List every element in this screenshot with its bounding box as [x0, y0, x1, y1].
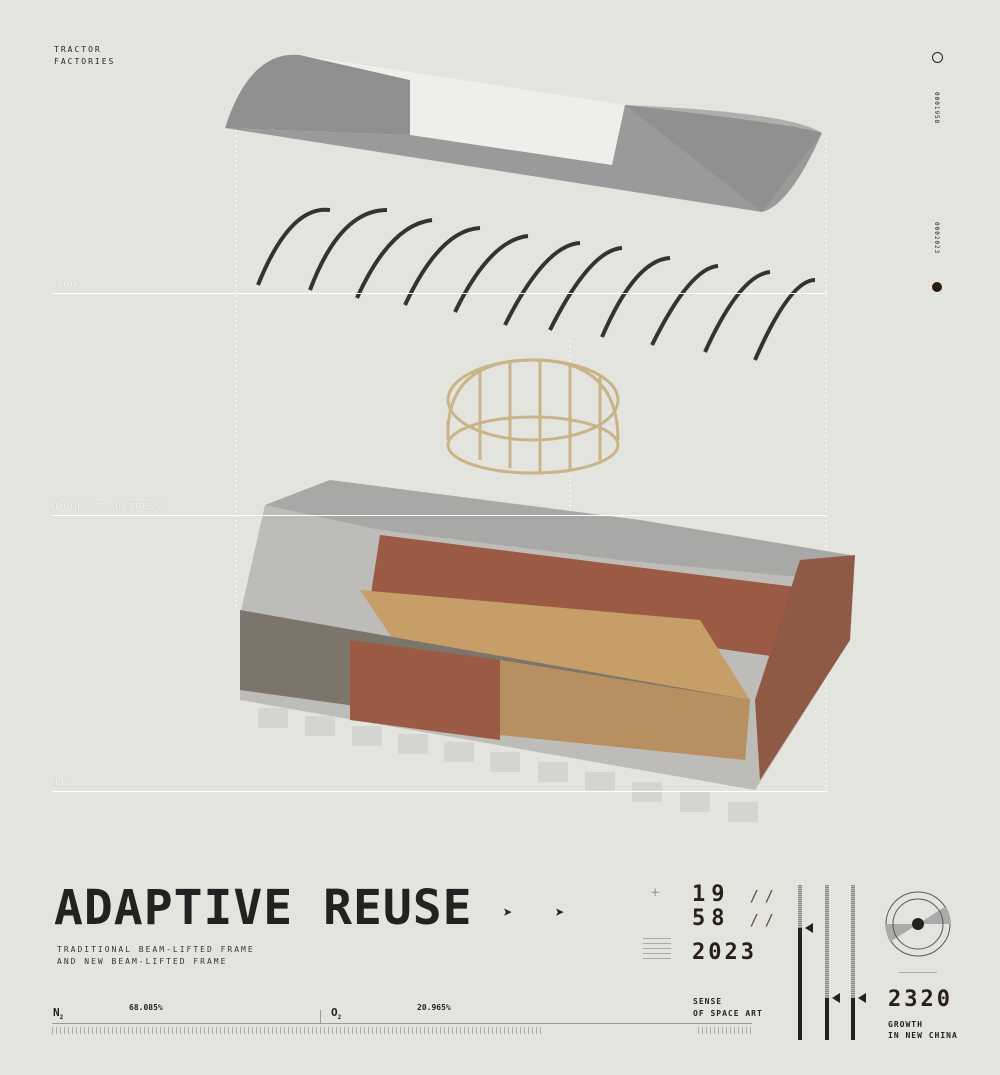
- gauge-fill: [851, 998, 855, 1040]
- year-19: 19 //: [692, 882, 780, 907]
- roof-level-line: [52, 293, 827, 294]
- level-label-1f: 1F: [54, 778, 68, 787]
- page-title: ADAPTIVE REUSE: [54, 880, 473, 936]
- ruler-line: [52, 1023, 752, 1024]
- year-58: 58 //: [692, 906, 780, 931]
- gauge-fill: [825, 998, 829, 1040]
- filled-circle-icon: [932, 282, 942, 292]
- dial-divider: [899, 972, 937, 973]
- gas-n2-value: 68.085%: [129, 1003, 163, 1012]
- growth-label: GROWTH IN NEW CHINA: [888, 1019, 958, 1041]
- building: [240, 480, 855, 822]
- ruler-divider: [320, 1010, 321, 1023]
- brand: TRACTOR FACTORIES: [54, 44, 115, 68]
- sense-label: SENSE OF SPACE ART: [693, 996, 763, 1020]
- gas-symbol: N: [53, 1006, 60, 1019]
- gauge-marker-icon: [858, 993, 866, 1004]
- gas-symbol: O: [331, 1006, 338, 1019]
- ruler-ticks-right: [698, 1027, 752, 1034]
- level-label-fortress: THOUGHT FORTRESS: [54, 502, 164, 511]
- gauge-fill: [798, 928, 802, 1040]
- exploded-axonometric-illustration: [225, 54, 855, 822]
- fortress-level-line: [52, 515, 827, 516]
- gauge-marker-icon: [805, 923, 813, 934]
- subtitle: TRADITIONAL BEAM-LIFTED FRAME AND NEW BE…: [57, 944, 255, 968]
- growth-line-1: GROWTH: [888, 1020, 923, 1029]
- brand-line-2: FACTORIES: [54, 57, 116, 66]
- plus-icon: +: [651, 885, 660, 901]
- growth-number: 2320: [888, 987, 953, 1012]
- gas-subscript: 2: [337, 1014, 342, 1022]
- steel-arches: [256, 207, 816, 361]
- level-label-roof: ROOF: [54, 280, 82, 289]
- gauge-track: [825, 885, 829, 1040]
- gas-o2-symbol: O2: [331, 1006, 341, 1021]
- brand-line-1: TRACTOR: [54, 45, 102, 54]
- year-2023: 2023: [692, 940, 757, 965]
- sense-line-1: SENSE: [693, 997, 723, 1006]
- side-code-1958: 0001958: [933, 92, 940, 125]
- arrow-right-icon-2: ➤: [555, 903, 565, 922]
- year-part: 58: [692, 906, 731, 931]
- gas-subscript: 2: [59, 1014, 64, 1022]
- year-part: 19: [692, 882, 731, 907]
- roof-shell: [225, 54, 822, 212]
- subtitle-line-2: AND NEW BEAM-LIFTED FRAME: [57, 957, 228, 966]
- subtitle-line-1: TRADITIONAL BEAM-LIFTED FRAME: [57, 945, 255, 954]
- gas-o2-value: 20.965%: [417, 1003, 451, 1012]
- dial-icon: [885, 891, 951, 957]
- sense-line-2: OF SPACE ART: [693, 1009, 763, 1018]
- ruler-ticks: [52, 1027, 542, 1034]
- timber-dome: [446, 358, 620, 475]
- open-circle-icon: [932, 52, 943, 63]
- growth-line-2: IN NEW CHINA: [888, 1031, 958, 1040]
- lines-icon: [643, 938, 671, 962]
- arrow-right-icon: ➤: [503, 903, 513, 922]
- gas-n2-symbol: N2: [53, 1006, 63, 1021]
- gauge-marker-icon: [832, 993, 840, 1004]
- side-code-2023: 0002023: [933, 222, 940, 255]
- gauge-track: [851, 885, 855, 1040]
- first-floor-level-line: [52, 791, 827, 792]
